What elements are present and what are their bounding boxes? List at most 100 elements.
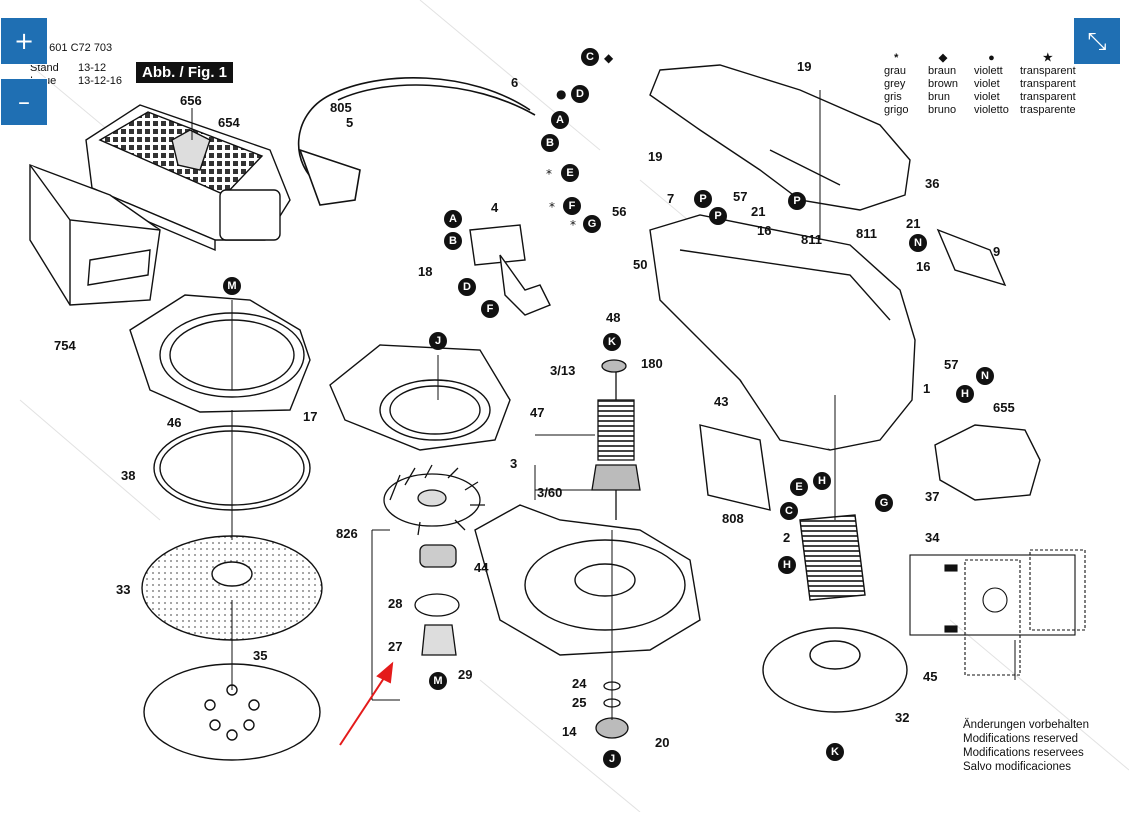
part-label: 34 (925, 530, 940, 545)
legend-symbol: ● (988, 52, 995, 64)
legend-symbol: * (894, 52, 899, 64)
stand-label: Stand (30, 62, 59, 74)
callout-j: J (609, 753, 615, 765)
bearing-stack (414, 544, 460, 656)
legend-entry: transparent (1020, 91, 1076, 103)
symbol-diamond: ◆ (604, 51, 614, 65)
legend-entry: brun (928, 91, 951, 103)
legend-entry: braun (928, 65, 957, 77)
legend-entry: grey (884, 78, 906, 90)
part-label: 25 (572, 695, 586, 710)
symbol-star: * (570, 218, 576, 232)
legend-entry: violetto (974, 104, 1009, 116)
part-label: 33 (116, 582, 130, 597)
legend-entry: grau (884, 65, 907, 77)
callout-d: D (576, 88, 584, 100)
legend-entry: brown (928, 78, 958, 90)
symbol-star: * (546, 167, 552, 181)
note-line: Änderungen vorbehalten (963, 719, 1089, 731)
legend-entry: violet (974, 78, 1000, 90)
callout-b: B (449, 235, 457, 247)
part-label: 655 (993, 400, 1015, 415)
callout-b: B (546, 137, 554, 149)
callout-e: E (566, 167, 573, 179)
base-housing (474, 504, 701, 656)
part-label: 9 (993, 244, 1000, 259)
callout-h: H (961, 388, 969, 400)
part-label: 811 (801, 232, 822, 247)
zoom-in-button[interactable]: + (0, 17, 48, 65)
part-label: 56 (612, 204, 626, 219)
part-label: 57 (944, 357, 958, 372)
legend-symbol: ◆ (938, 52, 948, 64)
part-label: 19 (797, 59, 811, 74)
part-label: 14 (562, 724, 577, 739)
part-label: 21 (906, 216, 920, 231)
callout-p: P (699, 193, 706, 205)
stator (799, 514, 866, 601)
note-line: Salvo modificaciones (963, 761, 1072, 773)
callout-i: H (818, 475, 826, 487)
callout-a: A (556, 114, 564, 126)
part-label: 3 (510, 456, 517, 471)
callout-a: A (449, 213, 457, 225)
legend-entry: grigo (884, 104, 909, 116)
callout-g: G (880, 497, 889, 509)
carton-box (29, 163, 161, 306)
part-label: 24 (572, 676, 587, 691)
legend-entry: violett (974, 65, 1003, 77)
callout-p: P (714, 210, 721, 222)
note-line: Modifications reserved (963, 733, 1079, 745)
callout-f: F (569, 200, 576, 212)
collapse-button[interactable]: ⤡ (1073, 17, 1121, 65)
top-cover (649, 64, 911, 211)
callout-c: C (586, 51, 594, 63)
part-labels: 656 654 754 805 5 6 4 18 46 17 47 38 33 … (54, 59, 1015, 750)
part-label: 48 (606, 310, 620, 325)
part-label: 32 (895, 710, 909, 725)
callout-n: N (981, 370, 989, 382)
note-line: Modifications reservees (963, 747, 1084, 759)
zoom-out-button[interactable]: – (0, 78, 48, 126)
fan-cover (129, 294, 311, 413)
legend-col-violet: ● violett violet violet violetto (974, 52, 1009, 117)
fan-wheel (383, 464, 485, 536)
callout-d: D (463, 281, 471, 293)
sanding-sheet (143, 663, 321, 761)
part-label: 6 (511, 75, 518, 90)
part-label: 46 (167, 415, 181, 430)
part-label: 38 (121, 468, 135, 483)
callout-g: G (588, 218, 597, 230)
part-label: 28 (388, 596, 402, 611)
callout-k: K (608, 336, 616, 348)
callout-p: P (793, 195, 800, 207)
document-code: 0 601 C72 703 (40, 42, 113, 54)
part-label: 27 (388, 639, 402, 654)
legend-entry: bruno (928, 104, 957, 116)
callout-m: M (433, 675, 442, 687)
dust-adapter (934, 424, 1041, 501)
part-label: 811 (856, 226, 877, 241)
part-label: 35 (253, 648, 267, 663)
part-label: 826 (336, 526, 358, 541)
part-label: 47 (530, 405, 544, 420)
callout-k: K (831, 746, 839, 758)
part-label: 4 (491, 200, 499, 215)
legend-symbol: ★ (1042, 52, 1053, 64)
part-label: 16 (757, 223, 771, 238)
armature (591, 359, 641, 520)
leader-lines (191, 90, 1016, 720)
legend-entry: transparent (1020, 65, 1076, 77)
part-label: 18 (418, 264, 432, 279)
legend-entry: transparent (1020, 78, 1076, 90)
symbol-dot: ● (556, 87, 566, 101)
part-label: 805 (330, 100, 352, 115)
part-label: 3/13 (550, 363, 575, 378)
part-label: 7 (667, 191, 674, 206)
part-label: 21 (751, 204, 765, 219)
bottom-bearing (595, 681, 629, 739)
part-label: 3/60 (537, 485, 562, 500)
switch (469, 224, 551, 316)
